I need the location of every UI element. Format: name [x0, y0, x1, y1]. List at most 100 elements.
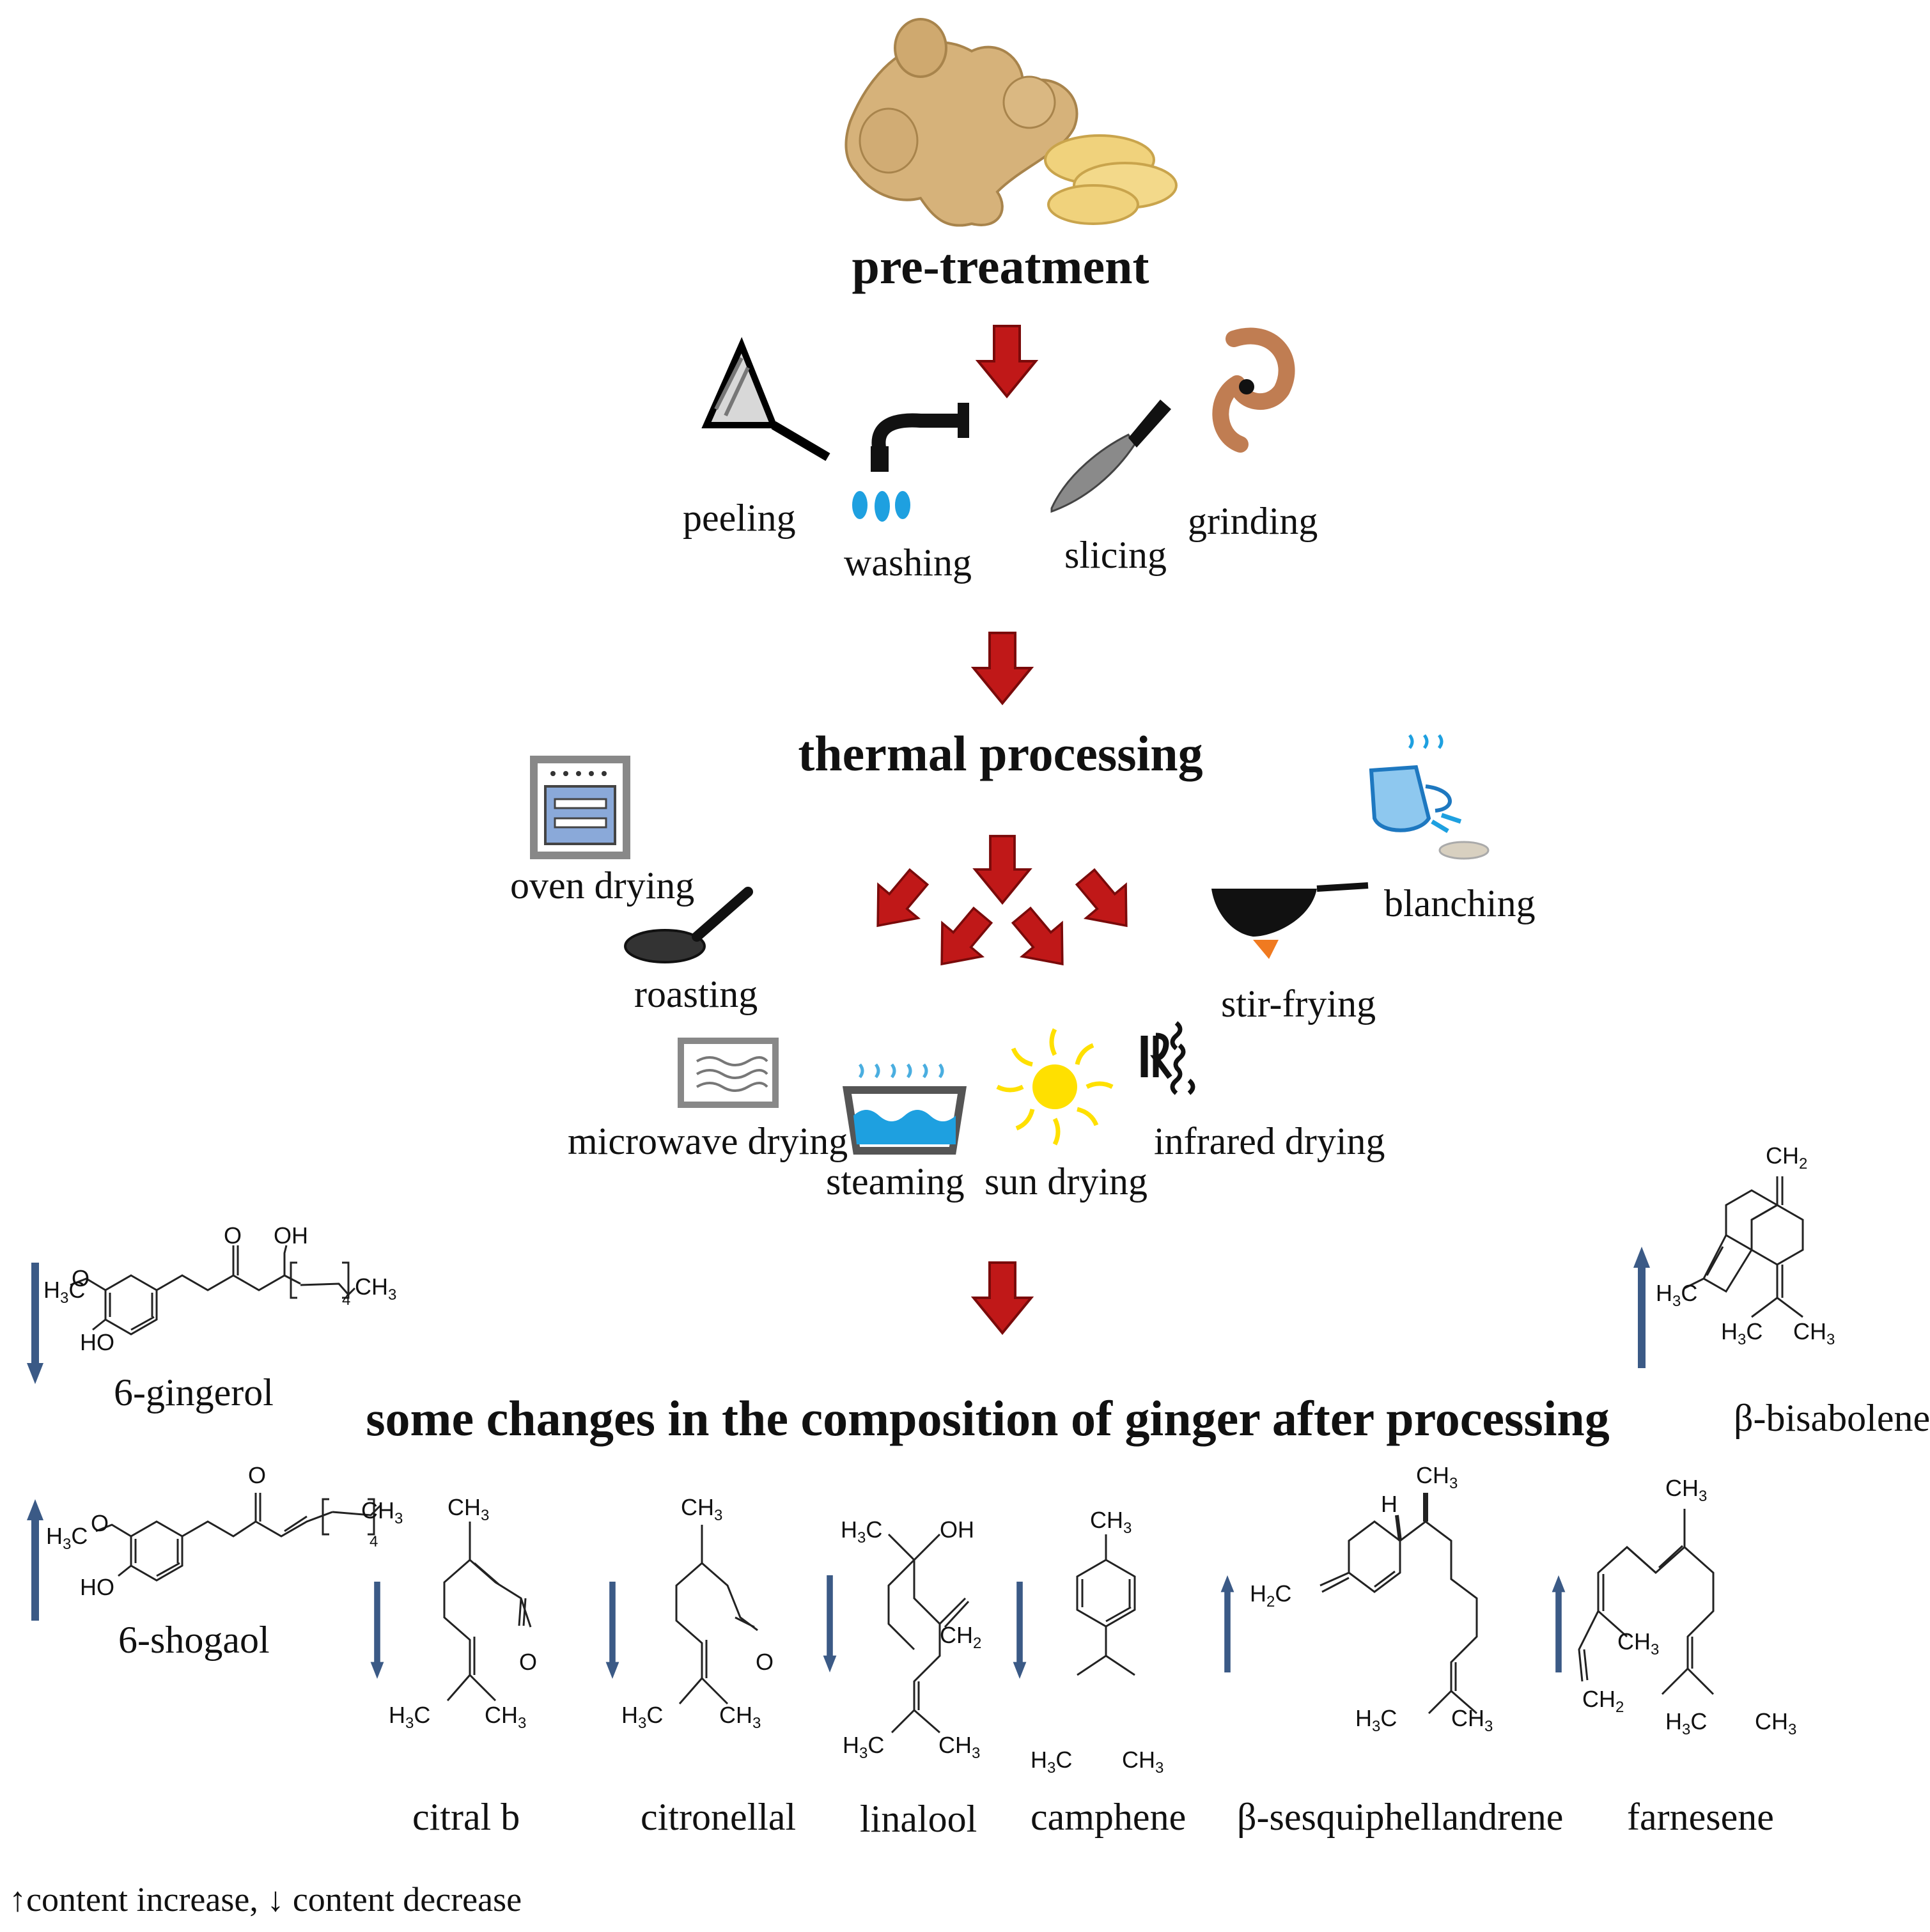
atom-shogaol-n4: 4	[370, 1533, 378, 1550]
flow-arrow-left-lower	[921, 898, 1004, 982]
atom-bisabolene-h3c2: H3C	[1721, 1320, 1763, 1348]
atom-farnesene-ch3b: CH3	[1617, 1630, 1659, 1658]
compound-name-camphene: camphene	[1031, 1796, 1187, 1838]
arrow-shogaol-increase	[27, 1499, 43, 1621]
label-oven-drying: oven drying	[510, 864, 695, 907]
atom-c: C	[1380, 1705, 1397, 1731]
compound-name-bisabolene: β-bisabolene	[1734, 1397, 1930, 1439]
compound-name-citral: citral b	[412, 1796, 520, 1838]
farnesene-structure	[1578, 1509, 1715, 1695]
atom-sesqui-h3c: H3C	[1355, 1707, 1397, 1734]
atom-h: H	[43, 1277, 60, 1303]
atom-shogaol-ch3: CH3	[361, 1499, 403, 1527]
atom-h: H	[389, 1702, 405, 1728]
infrared-icon	[1140, 1021, 1195, 1095]
atom-gingerol-oh: OH	[274, 1222, 308, 1249]
atom-subscript: 3	[1826, 1331, 1835, 1349]
atom-subscript: 3	[1738, 1331, 1747, 1349]
atom-subscript: 3	[857, 1529, 866, 1547]
compound-name-citronellal: citronellal	[641, 1796, 797, 1838]
atom-citral-o: O	[519, 1649, 538, 1675]
atom-ch: CH	[1793, 1318, 1826, 1344]
atom-subscript: 3	[1699, 1488, 1708, 1506]
atom-ch: CH	[1090, 1507, 1123, 1533]
flow-arrow-2	[972, 632, 1032, 705]
label-blanching: blanching	[1384, 882, 1536, 924]
sun-icon	[996, 1028, 1114, 1146]
atom-ch: CH	[719, 1702, 752, 1728]
atom-subscript: 3	[1651, 1641, 1660, 1659]
atom-citronellal-ch3: CH3	[681, 1496, 722, 1523]
atom-camphene-ch3: CH3	[1090, 1509, 1132, 1536]
atom-subscript: 2	[973, 1635, 982, 1653]
gingerol-structure	[70, 1245, 356, 1336]
linalool-structure	[887, 1533, 970, 1734]
atom-linalool-ch2: CH2	[940, 1624, 981, 1651]
atom-c: C	[1746, 1318, 1763, 1344]
atom-citral-h3c: H3C	[389, 1704, 430, 1731]
compound-name-shogaol: 6-shogaol	[118, 1619, 270, 1661]
atom-ch: CH	[361, 1497, 394, 1523]
arrow-camphene-decrease	[1013, 1582, 1027, 1679]
atom-h: H	[843, 1732, 859, 1758]
atom-ch: CH	[938, 1732, 972, 1758]
atom-subscript: 3	[1672, 1293, 1681, 1311]
heading-composition-changes: some changes in the composition of ginge…	[366, 1391, 1610, 1446]
arrow-citral-decrease	[370, 1582, 384, 1679]
atom-h: H	[1031, 1747, 1047, 1773]
atom-c: C	[71, 1523, 88, 1549]
atom-c: C	[1681, 1280, 1698, 1306]
flow-arrow-1	[977, 325, 1037, 398]
bisabolene-structure	[1684, 1176, 1804, 1318]
atom-subscript: 3	[1372, 1718, 1381, 1736]
atom-ch: CH	[1451, 1705, 1484, 1731]
atom-c: C	[866, 1516, 883, 1543]
label-washing: washing	[844, 541, 972, 584]
atom-subscript: 3	[394, 1510, 403, 1528]
atom-c: C	[868, 1732, 885, 1758]
wok-icon	[1211, 882, 1369, 959]
atom-subscript: 3	[972, 1745, 981, 1763]
atom-ch: CH	[1122, 1747, 1155, 1773]
arrow-bisabolene-increase	[1633, 1247, 1650, 1368]
atom-ch: CH	[940, 1622, 973, 1648]
label-steaming: steaming	[826, 1160, 965, 1203]
compound-name-gingerol: 6-gingerol	[114, 1371, 274, 1414]
atom-h: H	[1656, 1280, 1672, 1306]
atom-h: H	[46, 1523, 63, 1549]
atom-subscript: 3	[63, 1536, 72, 1554]
citronellal-structure	[675, 1525, 758, 1705]
atom-subscript: 3	[638, 1715, 647, 1733]
peeler-icon	[701, 337, 830, 462]
atom-c: C	[414, 1702, 431, 1728]
atom-subscript: 2	[1266, 1593, 1275, 1611]
atom-ch: CH	[1766, 1142, 1799, 1169]
atom-ch: CH	[1416, 1462, 1449, 1488]
atom-c: C	[68, 1277, 86, 1303]
label-grinding: grinding	[1188, 500, 1318, 542]
blanching-icon	[1369, 734, 1490, 860]
shogaol-structure	[95, 1493, 382, 1582]
atom-citral-ch3b: CH3	[485, 1704, 526, 1731]
atom-ch: CH	[447, 1494, 481, 1520]
atom-linalool-h3c: H3C	[841, 1518, 882, 1546]
atom-subscript: 3	[60, 1289, 69, 1307]
atom-farnesene-ch3c: CH3	[1755, 1710, 1796, 1738]
steamer-icon	[842, 1063, 967, 1155]
atom-gingerol-ch3: CH3	[355, 1275, 396, 1303]
heading-thermal-processing: thermal processing	[798, 726, 1203, 781]
atom-linalool-oh: OH	[940, 1516, 974, 1543]
atom-sesqui-h: H	[1381, 1491, 1397, 1517]
atom-farnesene-h3c: H3C	[1665, 1710, 1707, 1738]
atom-c: C	[1055, 1747, 1073, 1773]
microwave-icon	[678, 1038, 779, 1108]
arrow-gingerol-decrease	[27, 1263, 43, 1384]
flow-arrow-right-lower	[1000, 898, 1084, 982]
arrow-farnesene-increase	[1552, 1575, 1566, 1672]
atom-gingerol-o2: O	[72, 1265, 90, 1291]
atom-bisabolene-ch2: CH2	[1766, 1144, 1807, 1172]
label-peeling: peeling	[683, 497, 796, 539]
atom-h: H	[1721, 1318, 1738, 1344]
atom-subscript: 3	[481, 1507, 490, 1525]
